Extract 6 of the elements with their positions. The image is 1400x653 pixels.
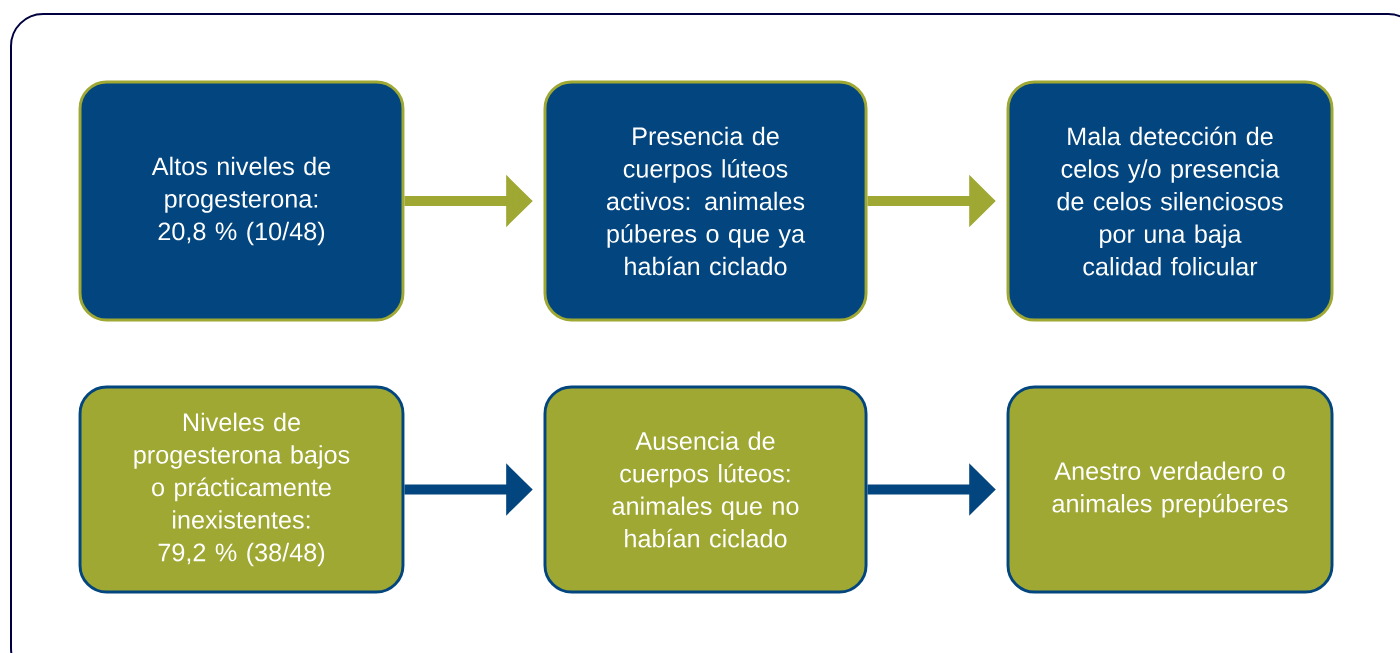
process-box: Ausencia de cuerpos lúteos: animales que no habían ciclado [543, 385, 868, 594]
process-box: Niveles de progesterona bajos o prácticamente inexistentes: 79,2 % (38/48) [78, 385, 405, 594]
process-box: Presencia de cuerpos lúteos activos: animales púberes o que ya habían ciclado [543, 80, 868, 322]
process-box: Altos niveles de progesterona: 20,8 % (10/48) [78, 80, 405, 322]
process-box: Mala detección de celos y/o presencia de celos silenciosos por una baja calidad folicular [1006, 80, 1334, 322]
process-box: Anestro verdadero o animales prepúberes [1006, 385, 1334, 594]
